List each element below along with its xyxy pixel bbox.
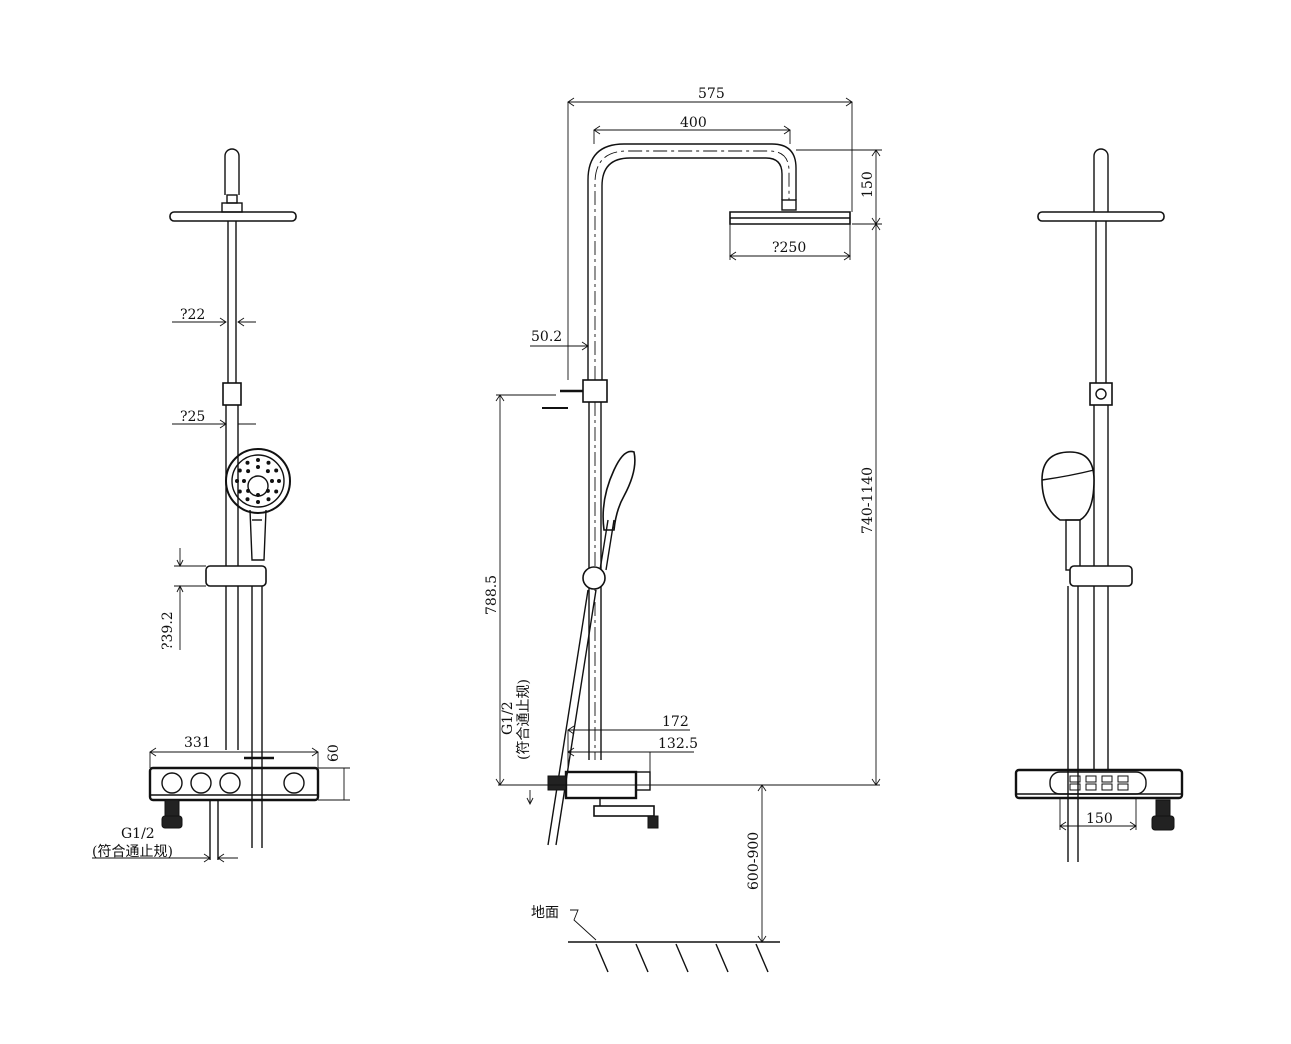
- shelf-button: [1101, 783, 1113, 791]
- nozzle-dot: [274, 489, 279, 494]
- right-inlet: [1155, 799, 1171, 817]
- right-slide-holder: [1069, 565, 1133, 587]
- nozzle-dot: [270, 479, 274, 483]
- dim-shelf-width: 331: [184, 735, 211, 751]
- control-knob-4: [283, 772, 305, 794]
- nozzle-dot: [245, 497, 250, 502]
- nozzle-dot: [256, 500, 260, 504]
- dim-valve-depth: 132.5: [658, 736, 698, 752]
- left-side-view: ?22 ?25 ?39.2 331 60 G1/2 (符合通止规): [92, 148, 350, 863]
- nozzle-dot: [266, 460, 271, 465]
- shelf-button: [1085, 775, 1097, 783]
- dim-bracket-height: 788.5: [484, 575, 500, 615]
- left-inlet-note: (符合通止规): [92, 844, 173, 860]
- dim-pipe-upper: ?22: [180, 307, 205, 323]
- left-inlet-thread: G1/2: [121, 826, 155, 842]
- slide-holder: [205, 565, 267, 587]
- control-knob-3: [219, 772, 241, 794]
- shelf-button: [1117, 775, 1129, 783]
- shelf-button: [1117, 783, 1129, 791]
- shelf-button: [1069, 783, 1081, 791]
- shelf-button: [1101, 775, 1113, 783]
- dim-wall-offset: 50.2: [531, 329, 562, 345]
- nozzle-dot: [246, 488, 251, 493]
- dim-slide-bar: ?39.2: [160, 611, 176, 650]
- floor-line: [568, 941, 780, 973]
- floor-label: 地面: [531, 905, 559, 921]
- dim-height-range: 740-1140: [860, 467, 876, 534]
- nozzle-dot: [256, 465, 260, 469]
- shelf-button: [1069, 775, 1081, 783]
- nozzle-dot: [265, 469, 270, 474]
- front-inlet: [547, 775, 567, 791]
- control-knob-1: [161, 772, 183, 794]
- inlet-fitting: [164, 799, 180, 817]
- top-pipe-cap: [224, 148, 240, 195]
- front-slide-holder: [582, 566, 606, 590]
- nozzle-dot: [266, 497, 271, 502]
- front-view: 575 400 150 ?250 740-1140 50.2 788.5 G1/…: [484, 86, 882, 973]
- nozzle-dot: [265, 488, 270, 493]
- nozzle-dot: [245, 460, 250, 465]
- nozzle-dot: [242, 479, 246, 483]
- dim-arm-drop: 150: [860, 171, 876, 198]
- front-inlet-thread: G1/2: [500, 701, 516, 735]
- dim-shelf-height: 60: [326, 744, 342, 762]
- right-side-view: 150: [1014, 148, 1184, 862]
- front-hand-shower: [602, 450, 636, 531]
- dim-arm-width: 400: [680, 115, 707, 131]
- nozzle-dot: [256, 458, 260, 462]
- overhead-shower-head: [169, 211, 297, 222]
- column-coupling: [222, 382, 242, 406]
- nozzle-dot: [237, 489, 242, 494]
- dim-inlet-spacing: 150: [1086, 811, 1113, 827]
- nozzle-dot: [235, 479, 239, 483]
- dim-head-diameter: ?250: [772, 240, 806, 256]
- front-inlet-note: (符合通止规): [516, 679, 532, 760]
- nozzle-dot: [274, 468, 279, 473]
- dim-install-height: 600-900: [746, 832, 762, 890]
- dim-overall-width: 575: [698, 86, 725, 102]
- wall-bracket: [582, 379, 608, 403]
- dim-spout-length: 172: [662, 714, 689, 730]
- nozzle-dot: [246, 469, 251, 474]
- control-knob-2: [190, 772, 212, 794]
- nozzle-dot: [237, 468, 242, 473]
- arm-swivel: [781, 199, 797, 211]
- spout: [593, 805, 655, 817]
- dim-pipe-lower: ?25: [180, 409, 205, 425]
- thermostatic-shelf: [148, 766, 320, 802]
- right-shelf: [1014, 768, 1184, 800]
- shelf-button: [1085, 783, 1097, 791]
- right-column-coupling: [1089, 382, 1113, 406]
- nozzle-dot: [256, 493, 260, 497]
- head-connector: [226, 194, 238, 204]
- nozzle-dot: [277, 479, 281, 483]
- right-overhead-head: [1037, 211, 1165, 222]
- hand-shower-front: [225, 448, 291, 561]
- right-hand-shower: [1041, 451, 1095, 521]
- head-swivel: [221, 202, 243, 213]
